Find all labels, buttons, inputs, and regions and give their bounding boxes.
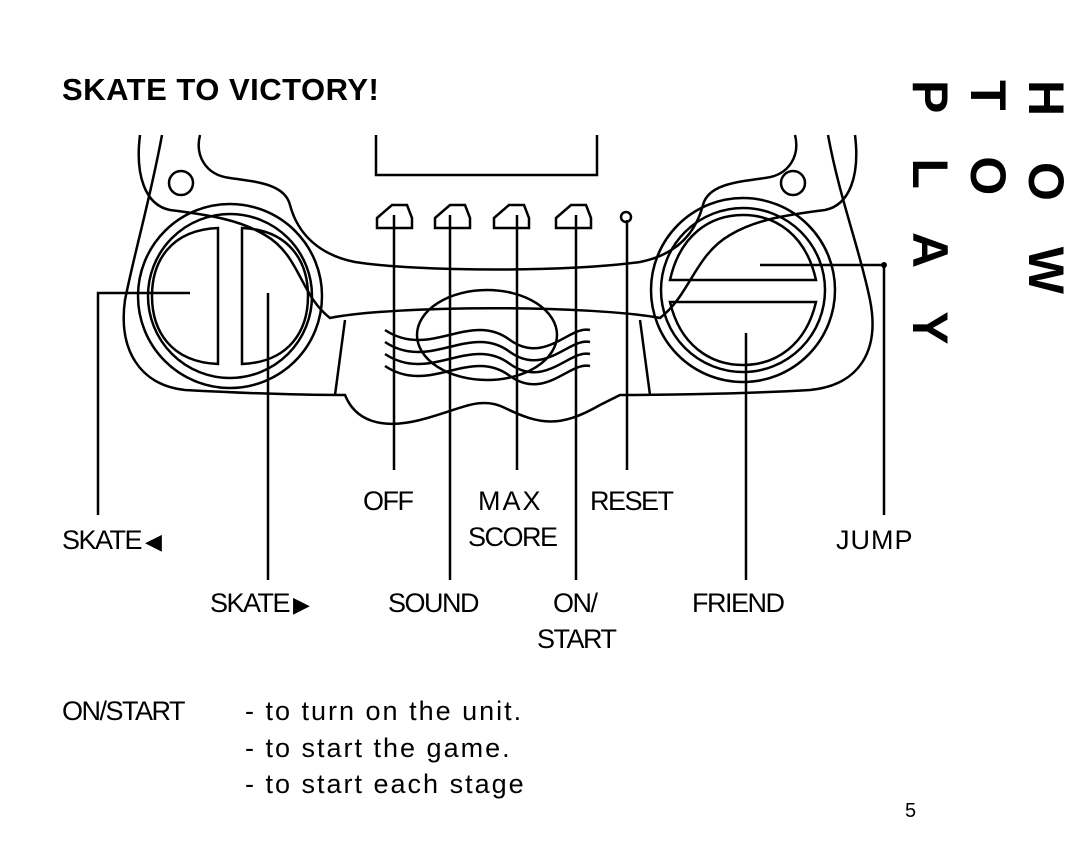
left-screw <box>167 169 195 197</box>
description-line: - to start the game. <box>245 733 512 763</box>
right-screw <box>779 169 807 197</box>
description-line: - to start each stage <box>245 769 526 799</box>
label-max: MAX <box>478 486 543 516</box>
skate-right-text: SKATE <box>210 588 291 618</box>
reset-button-shape <box>554 203 593 230</box>
device-outline <box>122 134 874 425</box>
skate-right-button <box>240 226 310 366</box>
right-arrow-icon: ▶ <box>293 592 310 617</box>
speaker-grille <box>415 288 559 382</box>
description-key: ON/START <box>62 696 186 726</box>
label-friend: FRIEND <box>692 588 785 618</box>
description-line: - to turn on the unit. <box>245 696 524 726</box>
off-sound-button <box>375 203 414 230</box>
left-arrow-icon: ◀ <box>145 529 162 554</box>
left-dpad-outer <box>136 202 324 390</box>
label-skate-left: SKATE◀ <box>62 527 162 554</box>
device-inner-left <box>137 134 858 320</box>
skate-left-button <box>150 226 220 366</box>
right-pad-outer <box>649 196 837 384</box>
device-inner-top <box>197 134 798 271</box>
label-off: OFF <box>363 486 414 516</box>
leader-skate-left <box>96 291 190 515</box>
label-start: START <box>537 624 617 654</box>
page-number: 5 <box>905 800 917 822</box>
max-score-button <box>433 203 472 230</box>
skate-left-text: SKATE <box>62 525 143 555</box>
screen-outline <box>374 135 599 177</box>
label-on: ON/ <box>553 588 598 618</box>
label-jump: JUMP <box>836 525 914 555</box>
on-start-button <box>492 203 531 230</box>
right-pad-inner <box>659 206 827 374</box>
jump-button <box>668 213 818 282</box>
how-to-play-heading: H O W T O P L A Y <box>902 80 1074 361</box>
page-title: SKATE TO VICTORY! <box>62 72 380 107</box>
speaker-housing <box>333 319 652 396</box>
label-score: SCORE <box>468 522 558 552</box>
left-dpad-inner <box>146 212 314 380</box>
device-diagram <box>96 134 887 580</box>
label-sound: SOUND <box>388 588 480 618</box>
label-reset: RESET <box>590 486 674 516</box>
friend-button <box>668 300 818 367</box>
label-skate-right: SKATE▶ <box>210 590 310 617</box>
